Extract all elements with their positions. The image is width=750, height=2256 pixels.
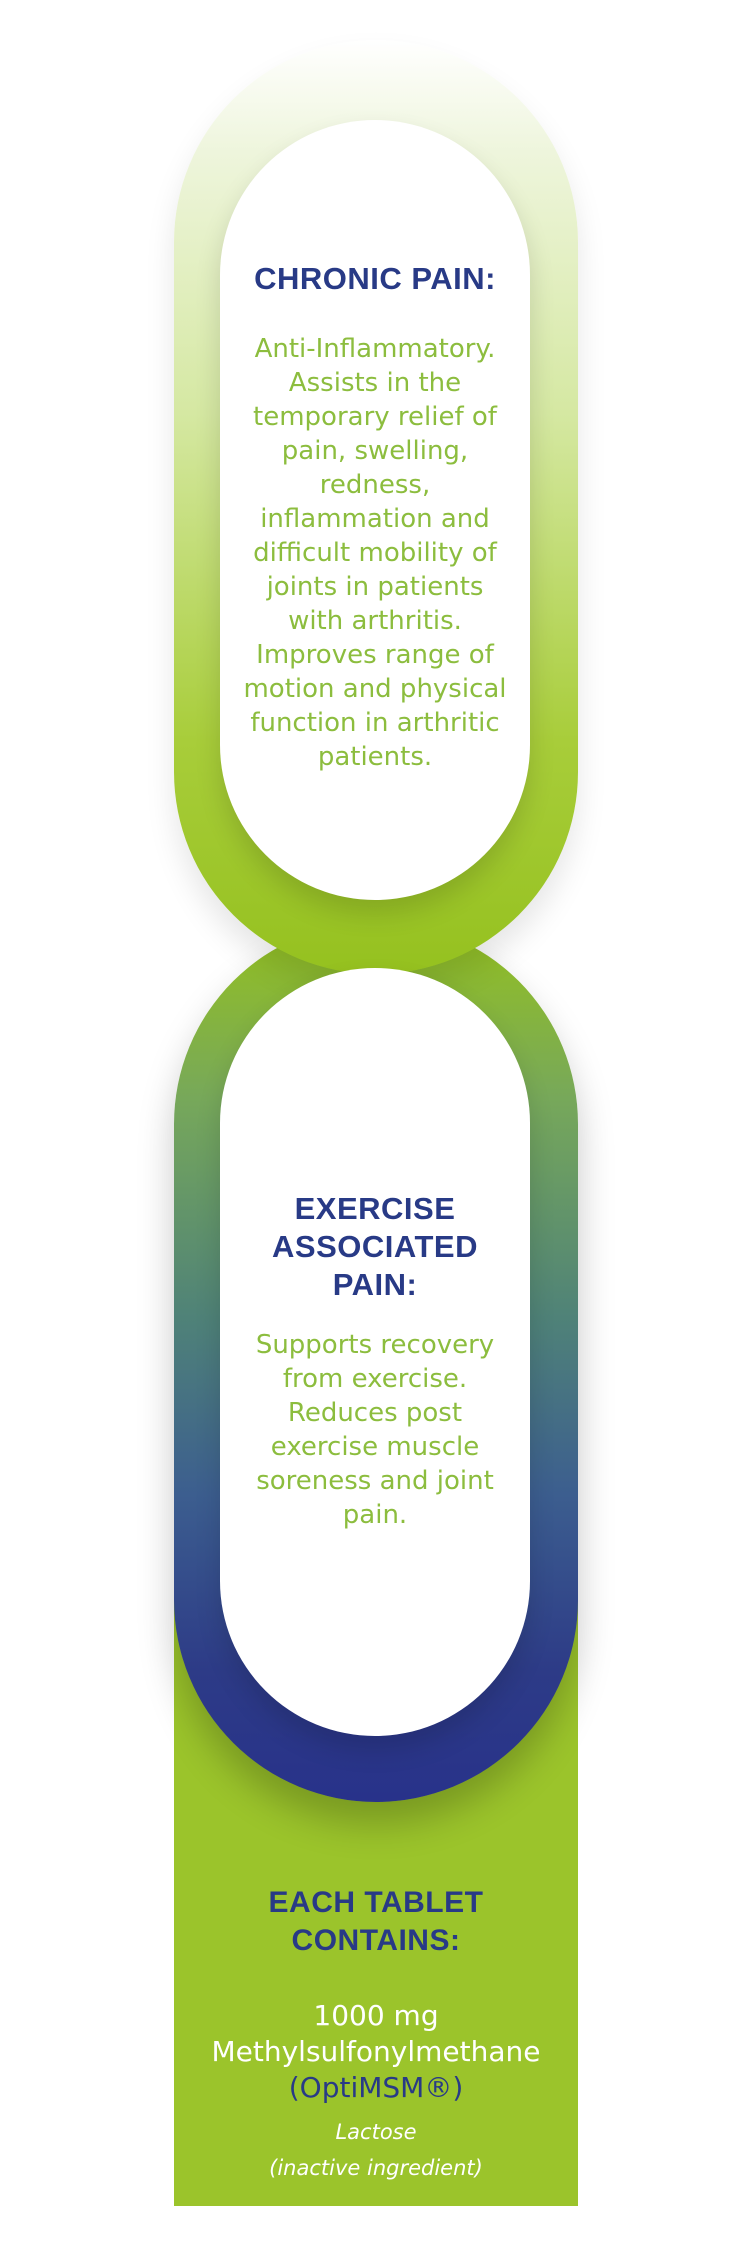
exercise-pain-card: EXERCISE ASSOCIATED PAIN: Supports recov…: [220, 968, 530, 1736]
tablet-contents-heading: EACH TABLET CONTAINS:: [268, 1886, 484, 1957]
chronic-pain-description: Anti-Inflammatory. Assists in the tempor…: [243, 334, 507, 772]
chronic-pain-card: CHRONIC PAIN: Anti-Inflammatory. Assists…: [220, 120, 530, 900]
tablet-inactive-ingredient: Lactose (inactive ingredient): [269, 2120, 483, 2180]
tablet-active-ingredient: 1000 mg Methylsulfonylmethane: [211, 1999, 541, 2068]
tablet-ingredient-brand: (OptiMSM®): [288, 2071, 464, 2104]
exercise-pain-description: Supports recovery from exercise. Reduces…: [255, 1330, 495, 1530]
exercise-pain-heading: EXERCISE ASSOCIATED PAIN:: [272, 1191, 478, 1302]
chronic-pain-heading: CHRONIC PAIN:: [254, 261, 496, 296]
